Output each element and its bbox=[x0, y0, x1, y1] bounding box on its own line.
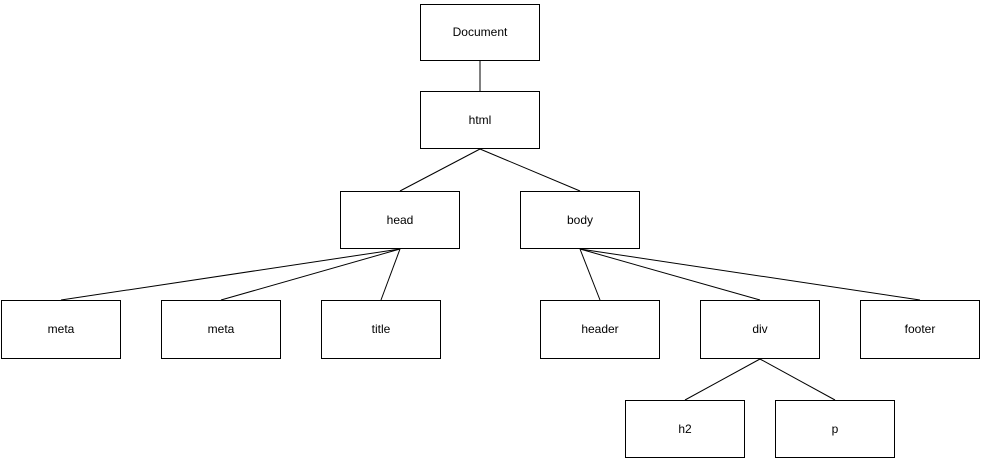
edge-head-to-meta2 bbox=[220, 248, 401, 301]
tree-node-div: div bbox=[700, 300, 820, 359]
tree-node-label: header bbox=[581, 322, 619, 337]
tree-node-label: footer bbox=[904, 322, 936, 337]
edge-html-to-body bbox=[479, 148, 581, 192]
tree-node-html: html bbox=[420, 91, 540, 149]
tree-node-label: div bbox=[752, 322, 768, 337]
edge-head-to-meta1 bbox=[60, 248, 401, 301]
tree-node-label: body bbox=[566, 212, 594, 227]
tree-node-label: title bbox=[371, 322, 391, 337]
tree-node-header: header bbox=[540, 300, 660, 359]
tree-node-title: title bbox=[321, 300, 441, 359]
edge-html-to-head bbox=[399, 148, 481, 192]
edge-div-to-p bbox=[759, 358, 836, 401]
edge-div-to-h2 bbox=[684, 358, 761, 401]
tree-node-label: p bbox=[831, 421, 839, 436]
edge-body-to-header bbox=[579, 248, 601, 301]
tree-node-body: body bbox=[520, 191, 640, 249]
tree-node-meta1: meta bbox=[1, 300, 121, 359]
edge-body-to-div bbox=[579, 248, 761, 301]
tree-node-h2: h2 bbox=[625, 400, 745, 458]
tree-node-label: html bbox=[468, 112, 492, 127]
tree-node-meta2: meta bbox=[161, 300, 281, 359]
edge-head-to-title bbox=[380, 248, 401, 301]
tree-node-footer: footer bbox=[860, 300, 980, 359]
tree-node-document: Document bbox=[420, 4, 540, 61]
edge-body-to-footer bbox=[579, 248, 921, 301]
tree-node-label: Document bbox=[452, 25, 508, 40]
tree-node-label: h2 bbox=[678, 421, 692, 436]
tree-node-label: head bbox=[386, 212, 414, 227]
tree-node-label: meta bbox=[47, 322, 75, 337]
tree-node-p: p bbox=[775, 400, 895, 458]
tree-node-label: meta bbox=[207, 322, 235, 337]
tree-node-head: head bbox=[340, 191, 460, 249]
